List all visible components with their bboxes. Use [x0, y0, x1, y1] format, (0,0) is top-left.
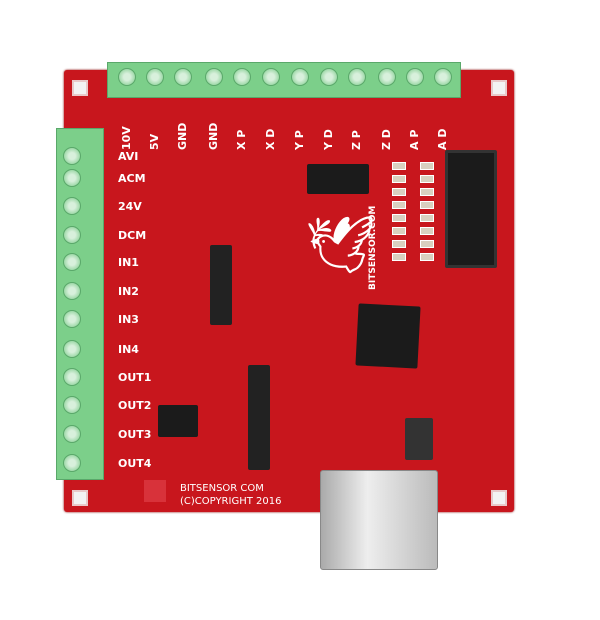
terminal-screw: [320, 68, 338, 86]
resistor: [392, 175, 406, 183]
top-terminal-label: GND: [207, 122, 220, 150]
side-silkscreen: BITSENSOR.COM: [368, 205, 378, 290]
eagle-logo: 🕊: [305, 213, 377, 278]
top-terminal-label: Y D: [322, 129, 335, 150]
terminal-screw: [63, 396, 81, 414]
terminal-screw: [434, 68, 452, 86]
resistor: [420, 162, 434, 170]
left-terminal-label: 24V: [118, 200, 142, 213]
terminal-screw: [63, 340, 81, 358]
terminal-screw: [63, 425, 81, 443]
terminal-screw: [63, 226, 81, 244]
terminal-screw: [174, 68, 192, 86]
mounting-hole: [491, 490, 507, 506]
top-terminal-label: A D: [436, 128, 449, 150]
terminal-screw: [233, 68, 251, 86]
terminal-screw: [406, 68, 424, 86]
terminal-screw: [63, 169, 81, 187]
top-terminal-label: Y P: [293, 130, 306, 150]
output-ic: [158, 405, 198, 437]
left-terminal-label: OUT2: [118, 399, 152, 412]
resistor: [420, 253, 434, 261]
copyright-text: (C)COPYRIGHT 2016: [180, 496, 282, 507]
terminal-screw: [146, 68, 164, 86]
driver-ic: [307, 164, 369, 194]
top-terminal-label: GND: [176, 122, 189, 150]
terminal-screw: [378, 68, 396, 86]
left-terminal-label: OUT1: [118, 371, 152, 384]
terminal-screw: [63, 454, 81, 472]
resistor: [420, 240, 434, 248]
terminal-screw: [63, 147, 81, 165]
optocoupler-array: [248, 365, 270, 470]
left-terminal-block: [56, 128, 104, 480]
resistor: [392, 253, 406, 261]
terminal-screw: [291, 68, 309, 86]
pcb-board: [64, 70, 514, 512]
left-terminal-label: ACM: [118, 172, 146, 185]
resistor: [392, 240, 406, 248]
left-terminal-label: IN1: [118, 256, 139, 269]
resistor: [420, 201, 434, 209]
left-terminal-label: AVI: [118, 150, 139, 163]
resistor: [392, 227, 406, 235]
voltage-regulator: [405, 418, 433, 460]
top-terminal-block: [107, 62, 461, 98]
top-terminal-label: Z D: [380, 129, 393, 150]
resistor: [420, 227, 434, 235]
resistor: [420, 214, 434, 222]
terminal-screw: [63, 197, 81, 215]
left-terminal-label: IN4: [118, 343, 139, 356]
mounting-hole: [72, 490, 88, 506]
usb-b-connector[interactable]: [320, 470, 438, 570]
left-terminal-label: IN2: [118, 285, 139, 298]
top-terminal-label: 10V: [120, 126, 133, 150]
resistor: [392, 162, 406, 170]
resistor: [392, 214, 406, 222]
left-terminal-label: OUT3: [118, 428, 152, 441]
resistor: [420, 188, 434, 196]
brand-text: BITSENSOR COM: [180, 483, 264, 494]
terminal-screw: [262, 68, 280, 86]
left-terminal-label: DCM: [118, 229, 147, 242]
top-terminal-label: 5V: [148, 133, 161, 150]
resistor: [420, 175, 434, 183]
top-terminal-label: A P: [408, 129, 421, 150]
microcontroller-chip: [355, 303, 421, 369]
terminal-screw: [63, 253, 81, 271]
resistor: [392, 188, 406, 196]
idc-header-connector: [445, 150, 497, 268]
terminal-screw: [63, 310, 81, 328]
brand-logo: [144, 480, 166, 502]
terminal-screw: [205, 68, 223, 86]
left-terminal-label: OUT4: [118, 457, 152, 470]
terminal-screw: [63, 282, 81, 300]
top-terminal-label: X P: [235, 129, 248, 150]
resistor: [392, 201, 406, 209]
terminal-screw: [63, 368, 81, 386]
mounting-hole: [491, 80, 507, 96]
terminal-screw: [348, 68, 366, 86]
optocoupler-array: [210, 245, 232, 325]
top-terminal-label: Z P: [350, 130, 363, 150]
terminal-screw: [118, 68, 136, 86]
top-terminal-label: X D: [264, 128, 277, 150]
left-terminal-label: IN3: [118, 313, 139, 326]
mounting-hole: [72, 80, 88, 96]
